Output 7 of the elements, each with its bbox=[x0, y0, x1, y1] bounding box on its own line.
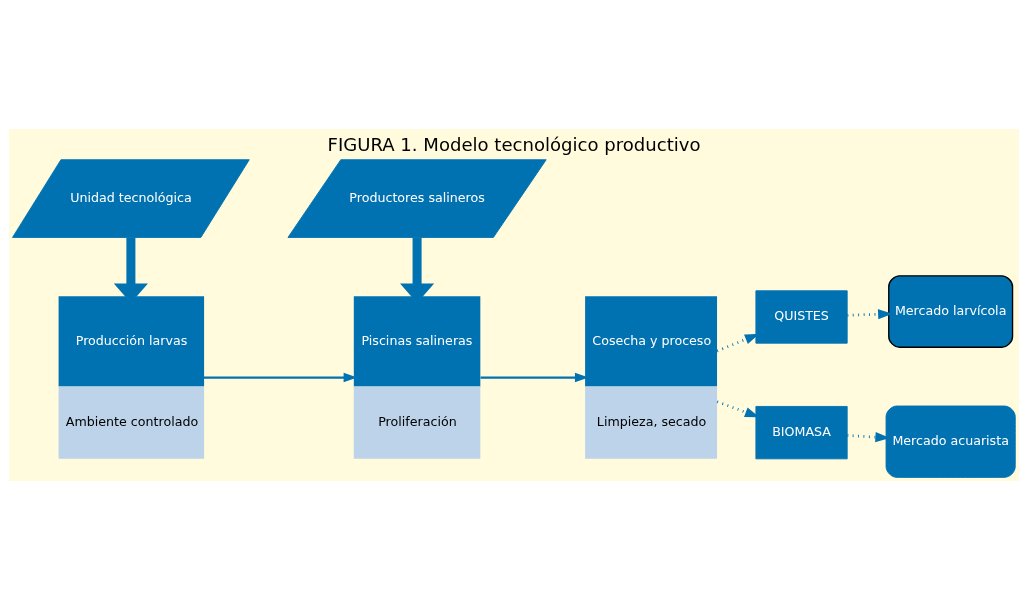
node-box: BIOMASA bbox=[755, 405, 848, 459]
arrow bbox=[480, 372, 589, 382]
diagram-title: FIGURA 1. Modelo tecnológico productivo bbox=[327, 133, 701, 155]
node-box: Mercado acuarista bbox=[885, 405, 1016, 478]
arrow bbox=[847, 308, 893, 319]
node-box: QUISTES bbox=[755, 289, 848, 344]
node-box: Mercado larvícola bbox=[888, 274, 1014, 348]
